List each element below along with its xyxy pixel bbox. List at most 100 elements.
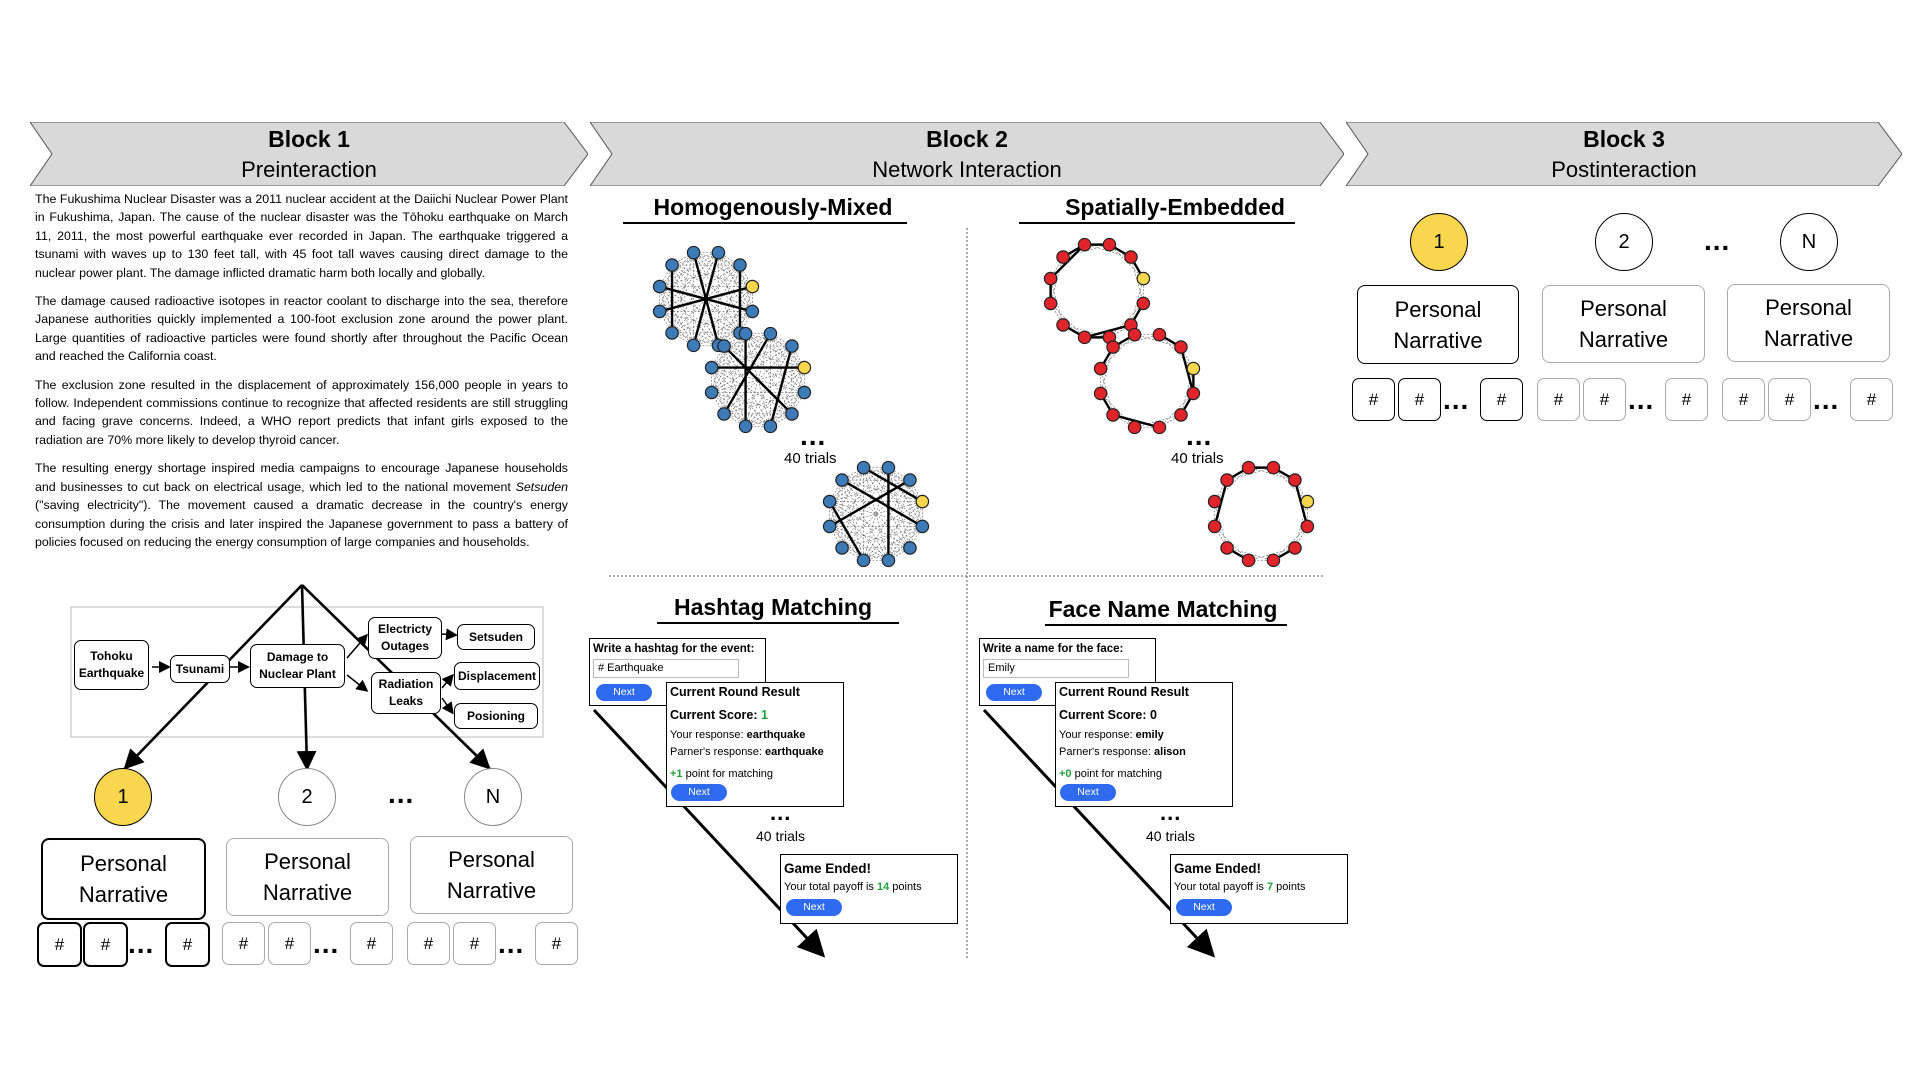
network-node [665,258,679,272]
network-edge [659,286,694,346]
network-edge [1050,256,1064,304]
face-input[interactable]: Emily [983,659,1129,678]
network-node [856,460,871,475]
network-node [881,460,896,475]
network-edge [829,501,911,549]
hashtag-box: # [37,922,82,967]
network-node [1106,408,1120,422]
hashtag-box: # [350,922,393,965]
network-edge [711,392,771,427]
network-edge [863,479,911,561]
network-edge [693,332,741,346]
spatial-title: Spatially-Embedded [1065,194,1285,220]
network-node [1043,271,1058,286]
hashtag-result-next-button[interactable]: Next [671,784,727,801]
network-edge [711,333,771,368]
network-node [1207,494,1222,509]
face-ended-next-button[interactable]: Next [1176,899,1232,916]
network-node [704,385,719,400]
network-node [797,385,812,400]
post-participant-n-circle: N [1780,213,1838,271]
network-edge-bold [862,466,923,503]
network-node [903,473,917,487]
block3-subtitle: Postinteraction [1551,157,1697,182]
hashtag-underline [657,622,899,624]
network-edge [671,332,719,346]
spatial-underline [1019,222,1295,224]
block3-banner: Block 3 Postinteraction [1346,122,1902,186]
participant-2-circle: 2 [278,768,336,826]
network-node [1102,237,1117,252]
post-participants-ellipsis: ... [1704,225,1731,256]
hashtag-payoff: Your total payoff is 14 points [784,881,922,893]
network-node [1300,494,1315,509]
network-node [733,258,747,272]
post-hashtag-ellipsis: ... [1628,384,1655,415]
network-edge [745,333,771,427]
network-node [1056,318,1070,332]
post-hashtag-box: # [1398,378,1441,421]
network-node [1077,237,1092,252]
network-edge [1130,278,1144,326]
network-node [1207,519,1222,534]
network-edge [659,286,673,334]
face-result-header: Current Round Result [1059,685,1189,699]
network-edge [841,479,889,561]
network-node [903,541,917,555]
network-edge [829,467,864,502]
network-edge [1100,393,1135,428]
face-result-next-button[interactable]: Next [1060,784,1116,801]
network-edge [1248,547,1296,561]
network-edge-bold [841,479,923,528]
network-edge [723,345,805,393]
face-underline [1045,624,1287,626]
hashtag-prompt: Write a hashtag for the event: [593,643,755,655]
block2-banner: Block 2 Network Interaction [590,122,1344,186]
network-node [915,519,930,534]
network-node [1152,420,1167,435]
hashtag-ended-title: Game Ended! [784,861,872,876]
network-node [1136,296,1151,311]
network-node [745,279,760,294]
block2-title: Block 2 [926,126,1008,152]
network-node [1186,361,1201,376]
hashtag-next-button[interactable]: Next [596,684,652,701]
face-next-button[interactable]: Next [986,684,1042,701]
network-node [881,553,896,568]
network-edge [1100,346,1114,394]
network-node [738,326,753,341]
hashtag-matching-title: Hashtag Matching [673,594,873,620]
hashtag-box: # [268,922,311,965]
hashtag-result-header: Current Round Result [670,685,800,699]
network-node [704,360,719,375]
block3-title: Block 3 [1583,126,1665,152]
face-points: +0 point for matching [1059,768,1163,780]
network-node [1220,473,1234,487]
network-node [822,519,837,534]
network-edge [659,252,694,312]
network-node [1043,296,1058,311]
network-edge [1109,303,1144,338]
network-node [652,304,667,319]
network-edge [770,333,805,368]
hashtag-box: # [165,922,210,967]
hashtag-ended-next-button[interactable]: Next [786,899,842,916]
network-edge [1273,526,1308,561]
network-node [763,326,778,341]
hashtag-input[interactable]: # Earthquake [593,659,739,678]
network-node [652,279,667,294]
network-edge [745,333,793,415]
participant-n-circle: N [464,768,522,826]
network-edge [863,526,923,561]
flow-posioning: Posioning [454,703,538,729]
face-name-matching-title: Face Name Matching [1048,596,1278,622]
face-score: Current Score: 0 [1059,708,1157,722]
